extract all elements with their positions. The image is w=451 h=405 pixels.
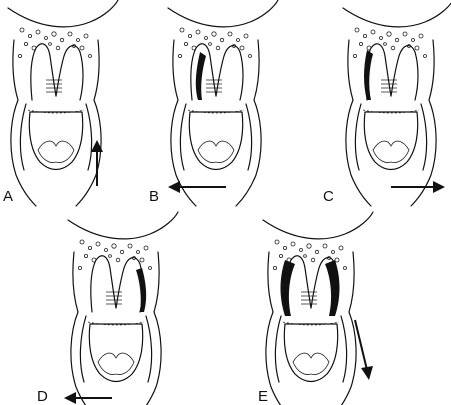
arrow-left-icon — [168, 181, 226, 193]
arrow-left-icon — [64, 392, 112, 404]
panel-b — [167, 0, 279, 207]
arrow-up-icon — [91, 140, 103, 186]
panel-e — [262, 211, 374, 405]
panel-label-b: B — [149, 188, 160, 205]
panel-label-c: C — [323, 188, 334, 205]
panel-c — [342, 0, 451, 207]
panel-d — [64, 211, 179, 405]
panel-label-d: D — [37, 388, 48, 405]
arrow-down-icon — [354, 319, 373, 380]
arrow-right-icon — [391, 181, 445, 193]
panel-label-e: E — [258, 388, 269, 405]
panel-a — [7, 0, 119, 207]
panel-label-a: A — [3, 188, 14, 205]
